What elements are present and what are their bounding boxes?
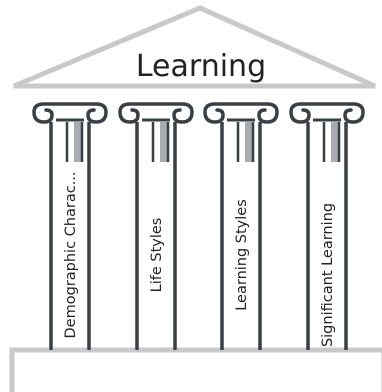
roof-triangle [13, 5, 377, 89]
pillar-capital [203, 102, 279, 124]
pillars: Demographic Charac... Life Styles Learning… [32, 102, 365, 350]
pillar-label: Demographic Charac... [63, 172, 79, 339]
pillar-shadow [331, 122, 338, 162]
roof-title: Learning [136, 49, 266, 84]
pillar-shadow [74, 122, 81, 162]
pillar-label: Learning Styles [234, 199, 250, 311]
pillar-shadow [245, 122, 252, 162]
pillar: Learning Styles [203, 102, 279, 350]
temple-base [9, 347, 382, 392]
pillar: Significant Learning [289, 102, 365, 350]
pillar-label: Significant Learning [320, 203, 336, 347]
pillar: Life Styles [118, 102, 194, 350]
pillar: Demographic Charac... [32, 102, 108, 350]
pillar-shadow [160, 122, 167, 162]
roof: Learning [13, 5, 377, 89]
pillar-capital [118, 102, 194, 124]
pillar-capital [289, 102, 365, 124]
pillar-capital [32, 102, 108, 124]
pillar-label: Life Styles [149, 218, 165, 293]
